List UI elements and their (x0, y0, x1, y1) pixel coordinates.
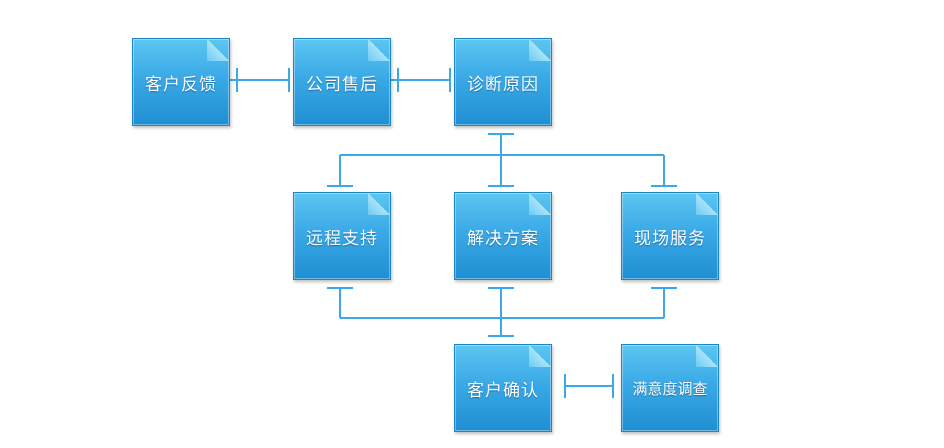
node-diagnose-cause: 诊断原因 (454, 38, 552, 126)
node-satisfaction-survey: 满意度调查 (621, 344, 719, 432)
node-label: 满意度调查 (632, 379, 708, 398)
node-customer-confirm: 客户确认 (454, 344, 552, 432)
node-label: 远程支持 (306, 228, 378, 249)
folded-corner (696, 345, 718, 367)
node-solution: 解决方案 (454, 192, 552, 280)
node-label: 解决方案 (467, 228, 539, 249)
node-label: 公司售后 (306, 74, 378, 95)
node-label: 现场服务 (634, 228, 706, 249)
node-onsite-service: 现场服务 (621, 192, 719, 280)
node-customer-feedback: 客户反馈 (132, 38, 230, 126)
folded-corner (368, 39, 390, 61)
folded-corner (529, 193, 551, 215)
folded-corner (529, 345, 551, 367)
node-company-aftersales: 公司售后 (293, 38, 391, 126)
node-label: 客户反馈 (145, 74, 217, 95)
node-label: 客户确认 (467, 380, 539, 401)
folded-corner (529, 39, 551, 61)
folded-corner (696, 193, 718, 215)
folded-corner (368, 193, 390, 215)
folded-corner (207, 39, 229, 61)
node-label: 诊断原因 (467, 74, 539, 95)
node-remote-support: 远程支持 (293, 192, 391, 280)
